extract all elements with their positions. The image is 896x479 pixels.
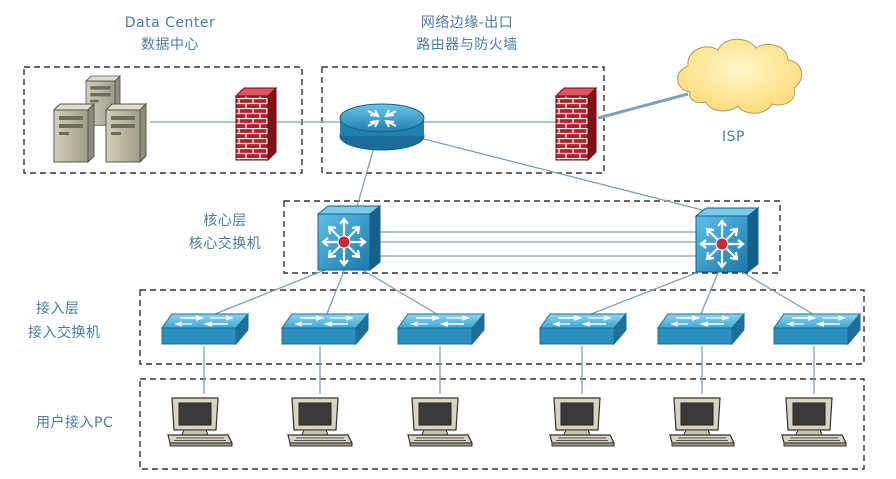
isp-link — [597, 92, 689, 120]
pc-icon — [167, 397, 233, 447]
edge-label-line1: 网络边缘-出口 — [420, 15, 514, 31]
pc-icon — [407, 397, 473, 447]
pc-layer-box — [139, 378, 865, 470]
links — [150, 121, 817, 394]
pc-icon — [781, 397, 847, 447]
edge-label-line2: 路由器与防火墙 — [416, 37, 518, 53]
access-switch-icon — [657, 313, 745, 345]
datacenter-label-en: Data Center — [124, 15, 216, 31]
core-layer-label-line2: 核心交换机 — [188, 236, 262, 252]
access-layer-label: 接入层 接入交换机 — [28, 300, 101, 343]
access-layer-box — [139, 289, 865, 365]
core-switch-icon — [316, 204, 382, 272]
pc-icon — [287, 397, 353, 447]
core-layer-label: 核心层 核心交换机 — [170, 212, 280, 254]
isp-label: ISP — [722, 129, 745, 145]
datacenter-label: Data Center 数据中心 — [100, 14, 240, 55]
access-switch-icon — [397, 313, 485, 345]
group-boxes — [23, 66, 865, 470]
datacenter-box — [23, 66, 303, 174]
router-icon — [339, 103, 425, 151]
edge-box — [321, 66, 605, 174]
core-switch-icon — [694, 206, 760, 274]
server-icon — [53, 75, 147, 163]
access-switch-icon — [281, 313, 369, 345]
pc-layer-label: 用户接入PC — [36, 415, 114, 431]
firewall-icon — [235, 87, 277, 161]
access-switch-icon — [773, 313, 861, 345]
access-layer-label-line1: 接入层 — [36, 301, 80, 317]
pc-icon — [669, 397, 735, 447]
edge-label: 网络边缘-出口 路由器与防火墙 — [382, 14, 552, 55]
cloud-icon — [677, 38, 803, 114]
core-layer-box — [283, 200, 781, 274]
firewall-icon — [555, 87, 597, 161]
access-switch-icon — [161, 313, 249, 345]
access-layer-label-line2: 接入交换机 — [28, 325, 101, 341]
core-layer-label-line1: 核心层 — [203, 213, 247, 229]
access-switch-icon — [539, 313, 627, 345]
datacenter-label-cn: 数据中心 — [141, 37, 199, 53]
pc-icon — [549, 397, 615, 447]
